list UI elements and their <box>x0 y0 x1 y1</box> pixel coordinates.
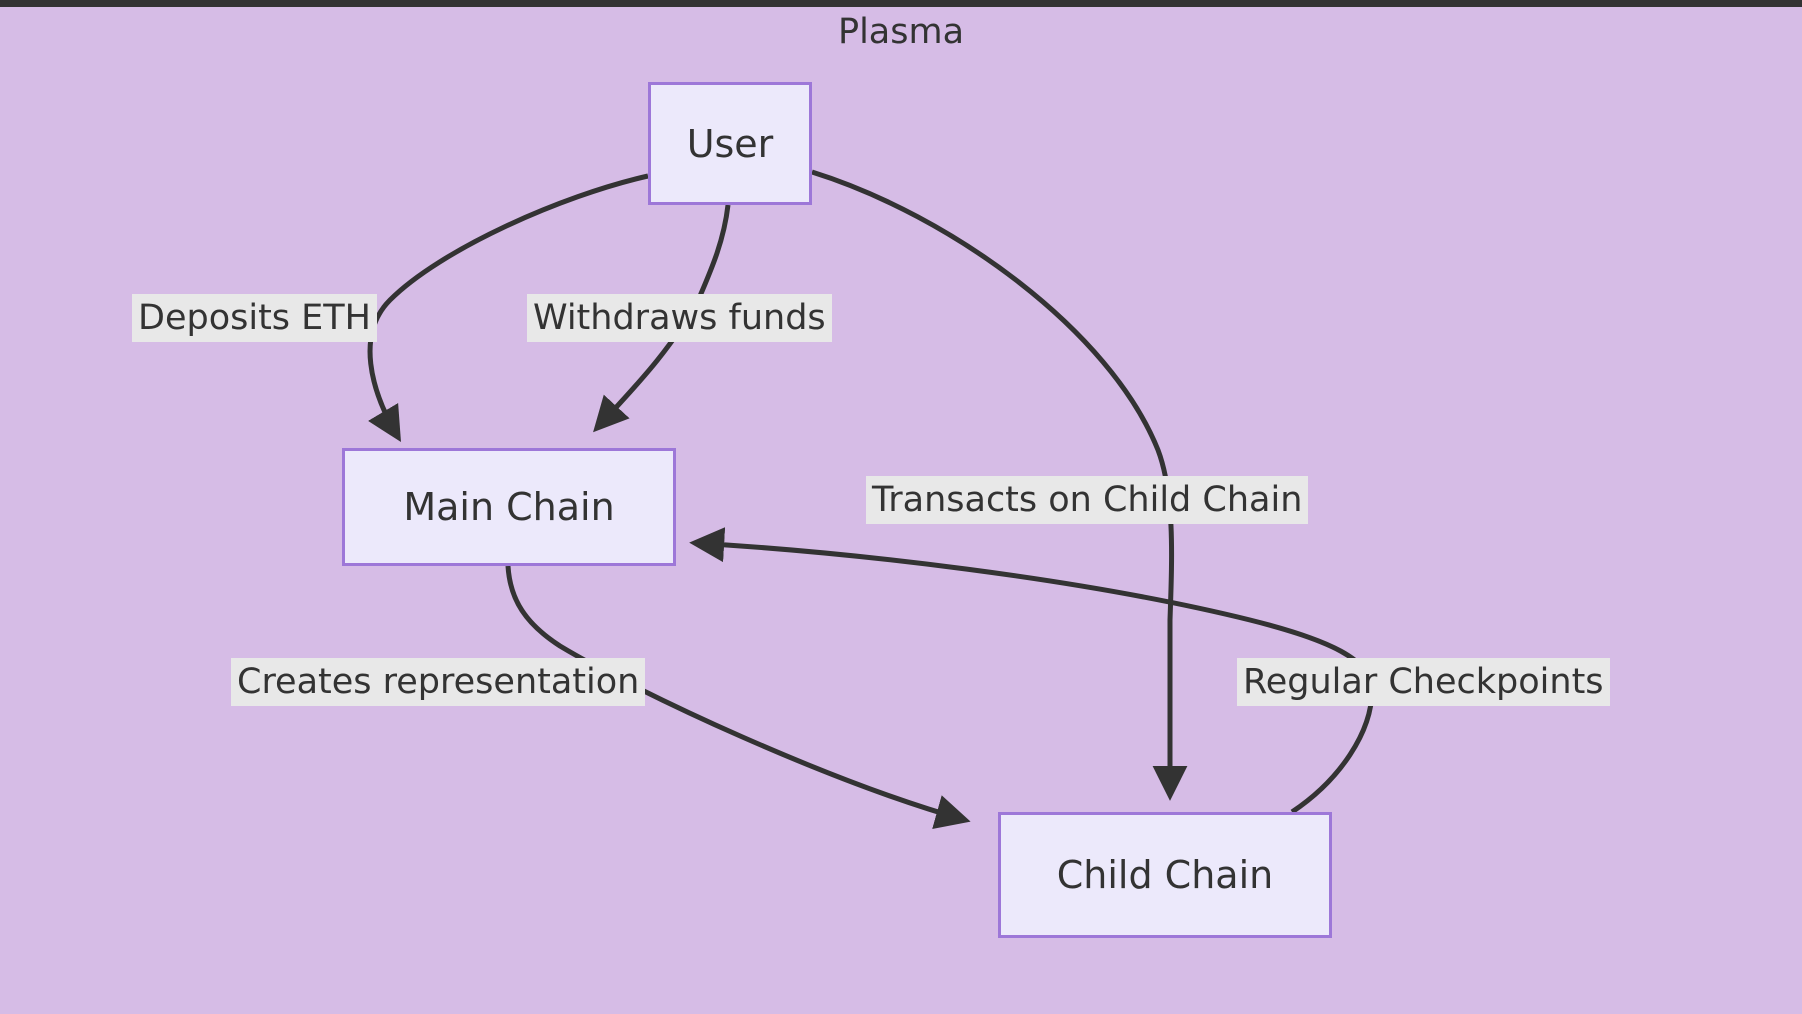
node-main-chain-label: Main Chain <box>403 485 615 529</box>
edge-label-withdraws: Withdraws funds <box>527 294 832 342</box>
edge-path-transacts <box>811 169 1188 801</box>
edge-label-checkpoints: Regular Checkpoints <box>1237 658 1610 706</box>
edge-label-transacts: Transacts on Child Chain <box>866 476 1309 524</box>
edge-label-creates: Creates representation <box>231 658 646 706</box>
node-user[interactable]: User <box>648 82 812 205</box>
diagram-title: Plasma <box>837 12 965 52</box>
node-user-label: User <box>686 121 774 166</box>
edge-label-deposits: Deposits ETH <box>132 294 377 342</box>
node-child-chain-label: Child Chain <box>1056 853 1274 897</box>
node-main-chain[interactable]: Main Chain <box>342 448 676 566</box>
top-bar <box>0 0 1802 7</box>
edge-path-deposits <box>367 173 649 443</box>
edge-path-checkpoints <box>689 527 1375 815</box>
node-child-chain[interactable]: Child Chain <box>998 812 1332 938</box>
